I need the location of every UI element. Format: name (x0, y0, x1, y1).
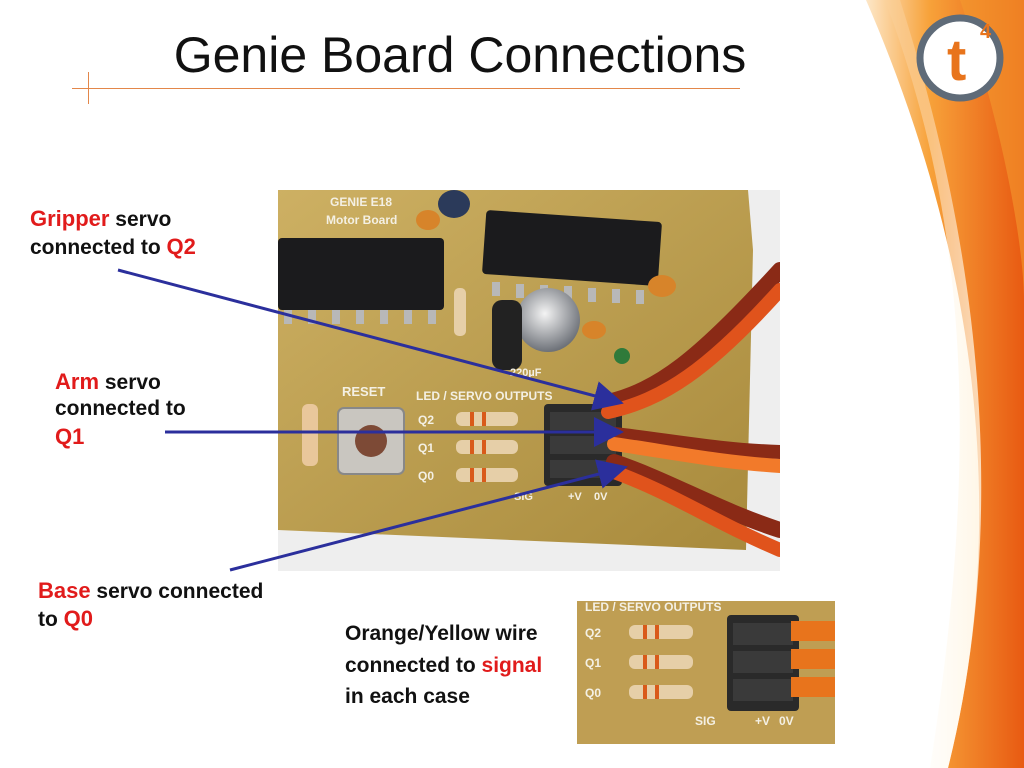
logo-letter: t (947, 28, 966, 93)
board-text-genie: GENIE E18 (330, 195, 392, 209)
arm-label: Arm servo connected to Q1 (55, 368, 205, 451)
inset-text-q0: Q0 (585, 686, 601, 700)
inset-text-plusv: +V (755, 714, 770, 728)
note-text-post: in each case (345, 685, 470, 708)
inset-text-sig: SIG (695, 714, 716, 728)
board-text-q2: Q2 (418, 413, 434, 427)
arm-name: Arm (55, 369, 100, 394)
t4-logo: t 4 (916, 14, 1004, 102)
servo-outputs-inset-photo: LED / SERVO OUTPUTS Q2 Q1 Q0 SIG +V 0V (577, 601, 835, 744)
inset-text-q1: Q1 (585, 656, 601, 670)
base-pin: Q0 (63, 606, 94, 632)
title-underline (72, 88, 740, 89)
title-underline-tick (88, 72, 89, 104)
base-name: Base (38, 578, 91, 603)
logo-superscript: 4 (980, 21, 992, 43)
board-text-plusv: +V (568, 491, 582, 503)
signal-note: Orange/Yellow wire connected to signal i… (345, 618, 565, 713)
board-text-led-servo: LED / SERVO OUTPUTS (416, 389, 552, 403)
slide-title: Genie Board Connections (173, 27, 747, 83)
gripper-name: Gripper (30, 206, 110, 231)
base-label: Base servo connected to Q0 (38, 577, 288, 634)
inset-text-led-servo: LED / SERVO OUTPUTS (585, 601, 721, 614)
board-text-cap: 220µF (510, 367, 542, 379)
note-signal: signal (481, 653, 543, 677)
inset-text-0v: 0V (779, 714, 794, 728)
arm-pin: Q1 (55, 423, 85, 449)
board-text-q0: Q0 (418, 469, 434, 483)
board-text-q1: Q1 (418, 441, 434, 455)
board-text-motor: Motor Board (326, 213, 397, 227)
genie-board-photo: GENIE E18 Motor Board RESET LED / SERVO … (278, 190, 780, 571)
gripper-label: Gripper servo connected to Q2 (30, 205, 270, 262)
board-text-reset: RESET (342, 384, 385, 399)
gripper-pin: Q2 (166, 234, 196, 260)
base-text: servo connected to (38, 580, 264, 632)
board-text-0v: 0V (594, 491, 608, 503)
inset-text-q2: Q2 (585, 626, 601, 640)
note-text-pre: Orange/Yellow wire connected to (345, 622, 538, 677)
board-text-sig: SIG (514, 491, 533, 503)
gripper-text: servo connected to (30, 208, 172, 260)
